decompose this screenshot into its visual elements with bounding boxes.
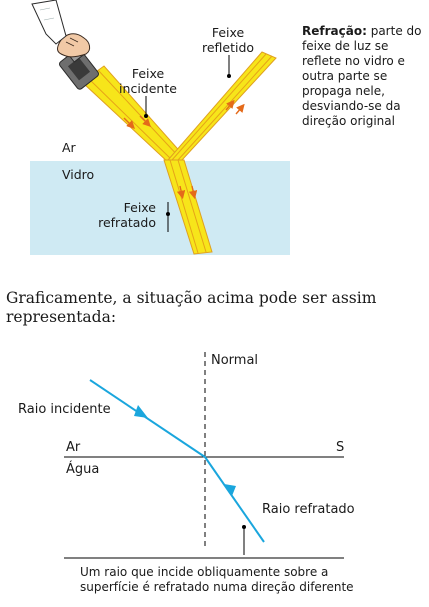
diagram-caption: Um raio que incide obliquamente sobre a … [80, 565, 360, 595]
diagram-caption-line2: superfície é refratado numa direção dife… [80, 580, 354, 594]
reflected-label-line1: Feixe [211, 25, 245, 40]
refracted-beam [163, 159, 213, 255]
incident-ray [89, 379, 206, 458]
refraction-caption-title: Refração: [302, 24, 367, 38]
incident-ray-arrow [134, 405, 148, 418]
incident-label-line2: incidente [119, 81, 177, 96]
refracted-beam-label: Feixe refratado [92, 200, 156, 230]
body-text: Graficamente, a situação acima pode ser … [6, 289, 377, 326]
beam-arrows [123, 99, 245, 200]
reflected-label-line2: refletido [201, 40, 255, 55]
air-label-fig2: Ar [66, 440, 81, 455]
hand-icon [57, 33, 91, 58]
normal-label: Normal [211, 353, 259, 368]
incident-beam-label: Feixe incidente [118, 66, 178, 96]
incident-ray-label: Raio incidente [18, 402, 111, 417]
sleeve-icon [31, 0, 67, 45]
refracted-label-line2: refratado [98, 215, 156, 230]
diagram-caption-line1: Um raio que incide obliquamente sobre a [80, 565, 329, 579]
glass-label: Vidro [62, 167, 95, 182]
incident-label-line1: Feixe [131, 66, 165, 81]
refraction-caption-body: parte do feixe de luz se reflete no vidr… [302, 24, 422, 128]
refracted-ray [204, 456, 265, 543]
water-label: Água [66, 462, 100, 477]
surface-label: S [336, 440, 345, 455]
refraction-caption: Refração: parte do feixe de luz se refle… [302, 24, 427, 129]
air-label-fig1: Ar [62, 140, 76, 155]
refracted-label-line1: Feixe [123, 200, 156, 215]
glass-block [30, 161, 290, 255]
refracted-ray-arrow [224, 484, 236, 496]
refracted-ray-label: Raio refratado [262, 502, 355, 517]
reflected-beam [166, 51, 277, 161]
reflected-beam-label: Feixe refletido [195, 25, 261, 55]
